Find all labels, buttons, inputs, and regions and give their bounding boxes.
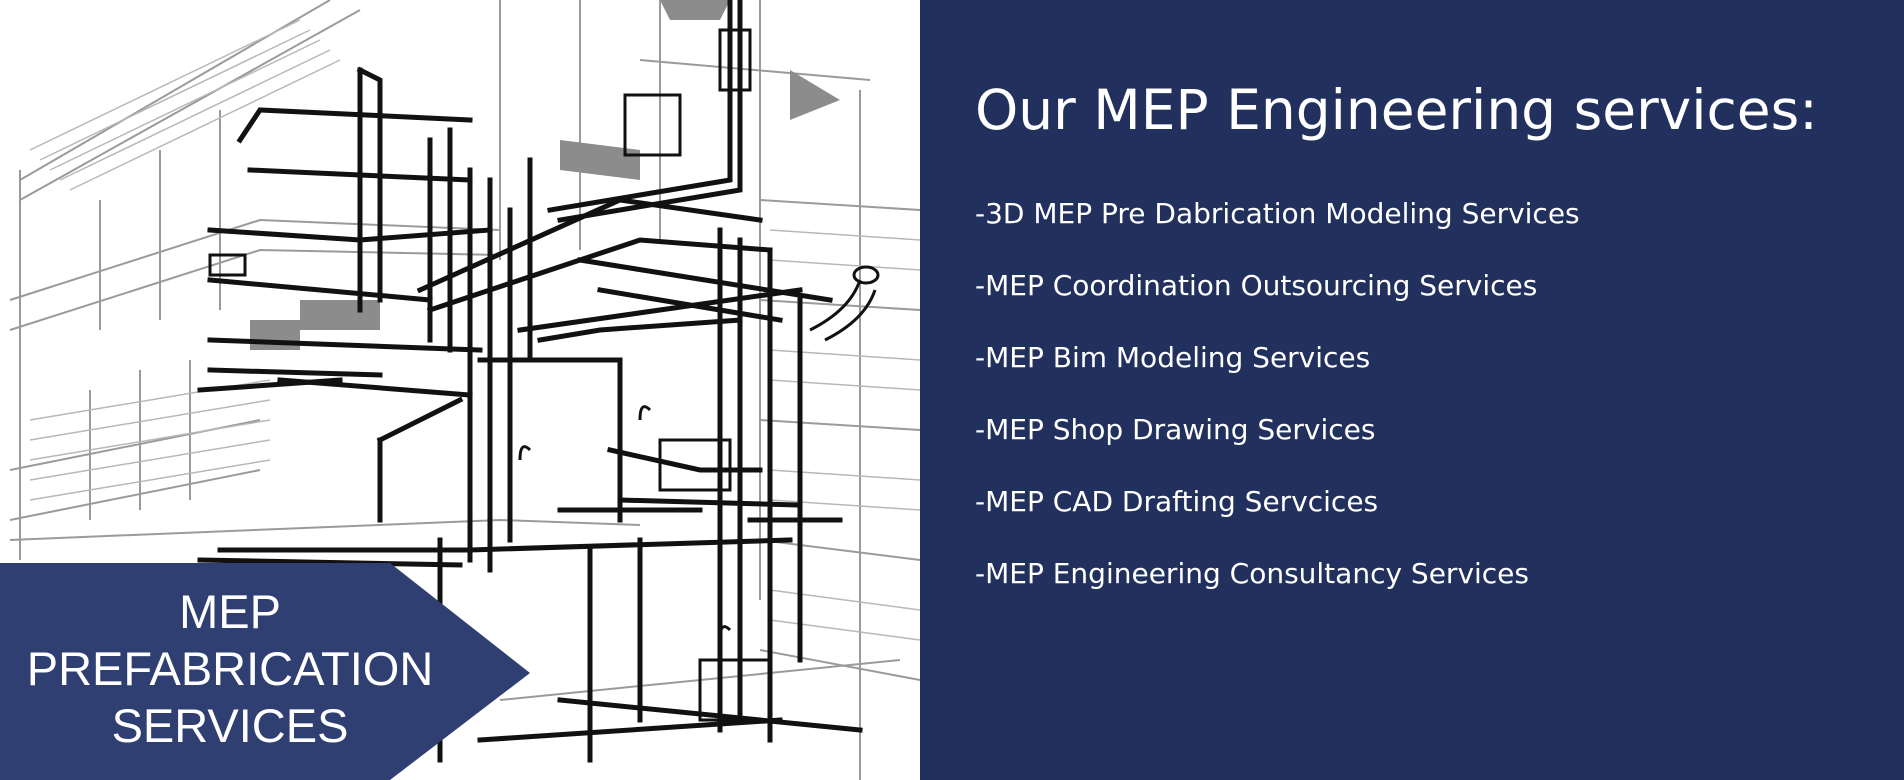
list-item: -MEP Engineering Consultancy Services bbox=[975, 557, 1529, 590]
services-panel: Our MEP Engineering services: -3D MEP Pr… bbox=[920, 0, 1904, 780]
list-item: -3D MEP Pre Dabrication Modeling Service… bbox=[975, 197, 1580, 230]
list-item: -MEP Bim Modeling Services bbox=[975, 341, 1371, 374]
ribbon-shape bbox=[0, 563, 530, 780]
ribbon-line: SERVICES bbox=[111, 699, 349, 752]
services-list: -3D MEP Pre Dabrication Modeling Service… bbox=[975, 194, 1580, 626]
list-item: -MEP CAD Drafting Servcices bbox=[975, 485, 1379, 518]
list-item: -MEP Shop Drawing Services bbox=[975, 413, 1376, 446]
panel-title: Our MEP Engineering services: bbox=[975, 78, 1818, 142]
list-item: -MEP Coordination Outsourcing Services bbox=[975, 269, 1538, 302]
ribbon-line: PREFABRICATION bbox=[26, 642, 434, 695]
ribbon-line: MEP bbox=[179, 585, 281, 638]
prefabrication-ribbon: MEP PREFABRICATION SERVICES bbox=[0, 563, 530, 780]
ribbon-heading: MEP PREFABRICATION SERVICES bbox=[0, 583, 460, 754]
